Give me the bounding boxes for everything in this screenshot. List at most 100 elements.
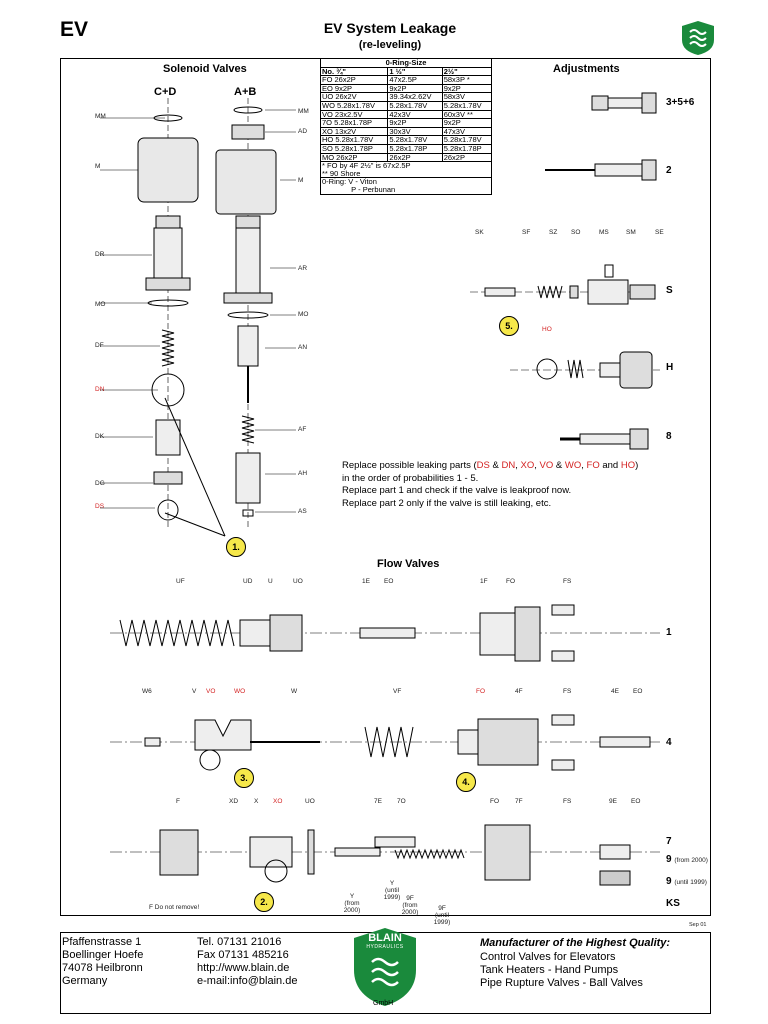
part-label: MM	[298, 108, 309, 115]
document-code: EV	[60, 18, 89, 41]
part-label: 7F	[515, 798, 523, 805]
table-cell: 7O 5.28x1.78P	[319, 118, 389, 128]
part-label: EO	[384, 578, 394, 585]
part-label: FS	[563, 798, 572, 805]
part-label: MM	[95, 113, 106, 120]
marker-1: 1.	[226, 537, 246, 557]
note: * FO by 4F 2½" is 67x2.5P	[322, 161, 411, 171]
brand-gmbh: GmbH	[373, 1000, 394, 1007]
flow-row-number: 4	[666, 737, 672, 748]
part-label: SO	[571, 229, 581, 236]
table-cell: SO 5.28x1.78P	[319, 143, 389, 154]
tagline: Manufacturer of the Highest Quality:	[480, 937, 671, 949]
title-main: EV System Leakage	[323, 20, 457, 36]
part-label: AR	[298, 265, 308, 272]
part-label: SF	[522, 229, 531, 236]
part-label-red: DN	[95, 386, 105, 393]
instruction-line-1: Replace possible leaking parts (DS & DN,…	[342, 460, 639, 471]
table-cell: 5.28x1.78P	[441, 143, 493, 154]
part-label: FS	[563, 578, 572, 585]
part-label: 7O	[397, 798, 406, 805]
table-caption: 0-Ring-Size	[320, 58, 492, 68]
part-label: M	[95, 163, 101, 170]
section-adjustments-title: Adjustments	[553, 63, 620, 75]
brand-sub: HYDRAULICS	[366, 944, 404, 950]
title-sub: (re-leveling)	[358, 39, 422, 51]
part-label: AS	[298, 508, 307, 515]
part-label: FO	[506, 578, 516, 585]
part-label: X	[254, 798, 259, 805]
part-label: DK	[95, 433, 105, 440]
part-label: MO	[95, 301, 106, 308]
part-label: V	[192, 688, 197, 695]
part-label: UO	[305, 798, 315, 805]
table-cell: 60x3V **	[441, 109, 493, 120]
part-label-red: FO	[476, 688, 486, 695]
part-label: 7E	[374, 798, 382, 805]
marker-3: 3.	[234, 768, 254, 788]
flow-row-number: KS	[666, 898, 680, 909]
note: P - Perbunan	[322, 184, 396, 194]
page-title: EV System Leakage (re-leveling)	[290, 20, 490, 54]
column-cd: C+D	[154, 86, 177, 98]
part-label: W6	[142, 688, 152, 695]
part-label: MO	[298, 311, 309, 318]
part-label: VF	[393, 688, 402, 695]
part-label: U	[268, 578, 273, 585]
part-label: SE	[655, 229, 664, 236]
f-note: F Do not remove!	[149, 904, 200, 911]
part-label: AD	[298, 128, 308, 135]
blain-footer-logo-icon	[354, 928, 416, 1006]
part-label: DG	[95, 480, 105, 487]
flow-row-number: 9 (until 1999)	[666, 876, 707, 887]
part-label: XD	[229, 798, 239, 805]
part-label: W	[291, 688, 298, 695]
part-label-red: VO	[206, 688, 216, 695]
part-label: 9F(until 1999)	[433, 905, 451, 926]
oring-legend: 0-Ring: V - Viton P - Perbunan	[320, 177, 492, 195]
flow-valves-drawing	[110, 604, 660, 886]
adjustments-drawing	[470, 92, 660, 450]
flow-row-number: 7	[666, 836, 672, 847]
blain-logo-icon	[682, 21, 714, 55]
part-label: 4E	[611, 688, 619, 695]
part-label: FS	[563, 688, 572, 695]
part-label: 1F	[480, 578, 488, 585]
marker-2: 2.	[254, 892, 274, 912]
part-label: 9F(from 2000)	[401, 895, 419, 916]
table-cell: 5.28x1.78V	[387, 100, 443, 111]
part-label: MS	[599, 229, 609, 236]
adjust-label: S	[666, 285, 673, 296]
part-label: DR	[95, 251, 105, 258]
part-label: AH	[298, 470, 308, 477]
adjust-label: 3+5+6	[666, 97, 695, 108]
part-label: SK	[475, 229, 484, 236]
part-label: UF	[176, 578, 185, 585]
instructions: Replace possible leaking parts (DS & DN,…	[342, 460, 692, 510]
section-flow-title: Flow Valves	[377, 558, 440, 570]
part-label: AF	[298, 426, 307, 433]
part-label: EO	[633, 688, 643, 695]
flow-row-number: 1	[666, 627, 672, 638]
brand-name: BLAIN	[368, 932, 402, 944]
table-notes: * FO by 4F 2½" is 67x2.5P ** 90 Shore	[320, 161, 492, 179]
marker-5: 5.	[499, 316, 519, 336]
instruction-line-2: in the order of probabilities 1 - 5.	[342, 472, 479, 484]
table-cell: WO 5.28x1.78V	[319, 100, 389, 111]
table-cell: 58x3P *	[441, 75, 493, 85]
instruction-line-3: Replace part 1 and check if the valve is…	[342, 485, 572, 496]
adjust-label: H	[666, 362, 674, 373]
part-label: DF	[95, 342, 104, 349]
table-cell: FO 26x2P	[319, 75, 389, 85]
marker-4: 4.	[456, 772, 476, 792]
part-label-red: DS	[95, 503, 105, 510]
part-label: Y(from 2000)	[343, 893, 361, 914]
